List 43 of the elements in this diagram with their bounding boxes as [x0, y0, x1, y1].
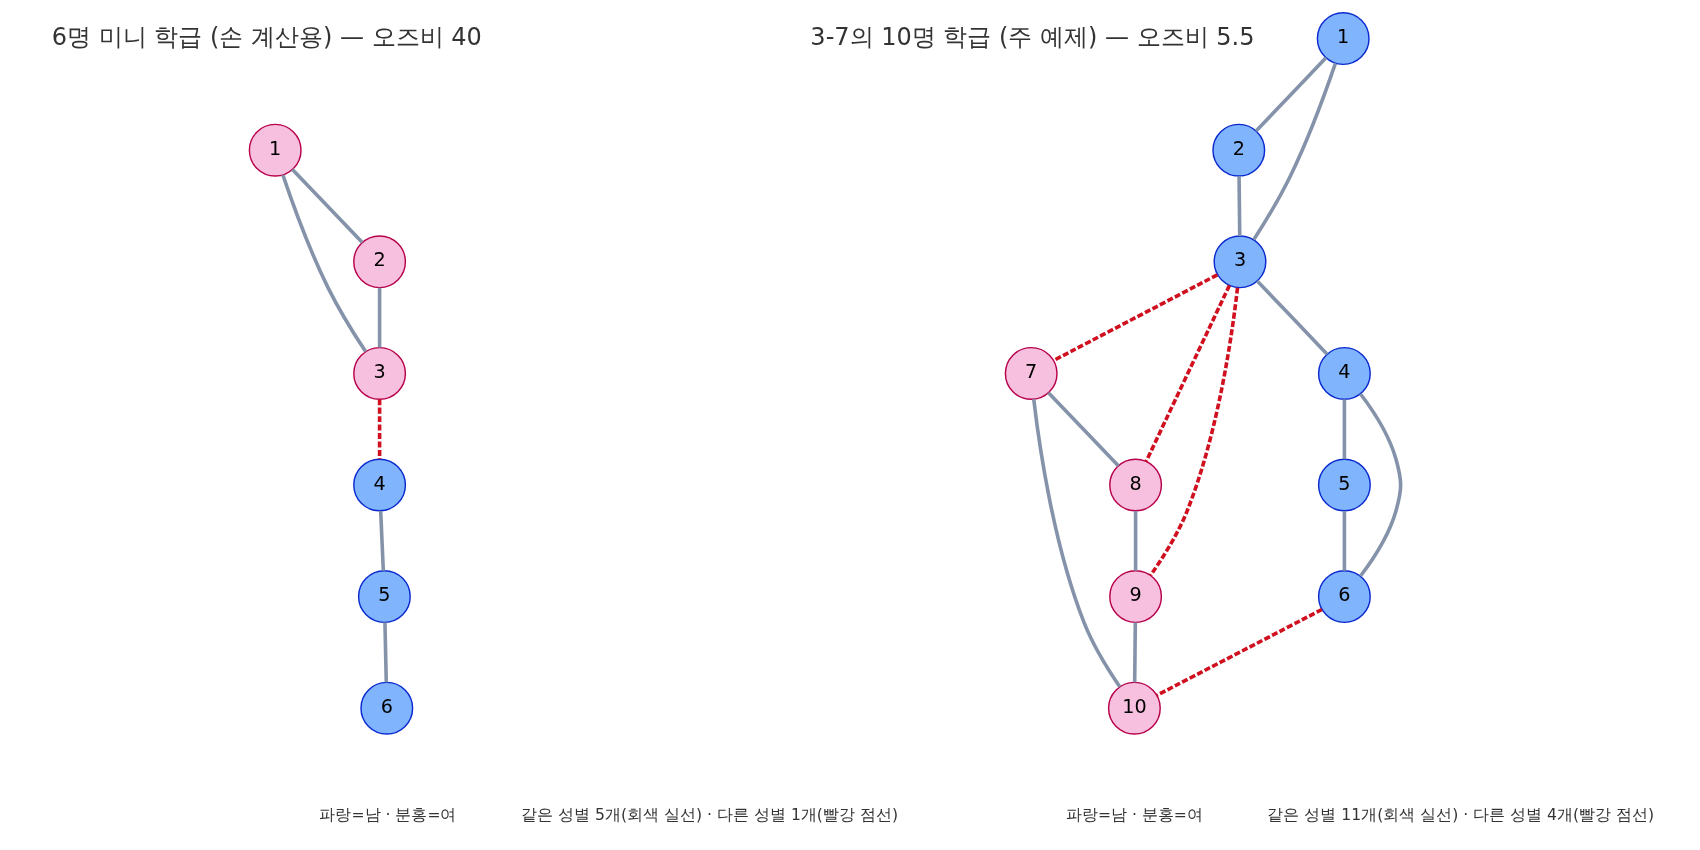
connector — [1156, 607, 1323, 697]
node-circle: 2 — [1212, 123, 1266, 177]
node-circle: 5 — [1317, 458, 1371, 512]
label: 같은 성별 5개(회색 실선) · 다른 성별 1개(빨강 점선) — [521, 805, 898, 824]
node-circle: 8 — [1109, 458, 1163, 512]
connector — [1237, 176, 1242, 236]
node-circle: 3 — [1213, 235, 1267, 289]
node-circle: 3 — [353, 346, 407, 400]
node-circle: 7 — [1004, 346, 1058, 400]
label: 6명 미니 학급 (손 계산용) — 오즈비 40 — [51, 22, 482, 51]
label: 파랑=남 · 분홍=여 — [1065, 805, 1203, 824]
node-circle: 2 — [353, 235, 407, 289]
label: 3-7의 10명 학급 (주 예제) — 오즈비 5.5 — [810, 22, 1255, 51]
connector — [1047, 391, 1120, 467]
connector — [1255, 279, 1329, 356]
node-circle: 4 — [353, 458, 407, 512]
connector — [1359, 392, 1403, 578]
node-circle: 6 — [1317, 570, 1371, 624]
node-circle: 4 — [1317, 346, 1371, 400]
connector — [377, 287, 382, 348]
connector — [1254, 56, 1328, 133]
node-circle: 6 — [360, 681, 414, 735]
connector — [1133, 511, 1138, 571]
connector — [1031, 399, 1122, 688]
connector — [1052, 273, 1219, 363]
node-circle: 10 — [1107, 681, 1161, 735]
connector — [377, 399, 382, 460]
node-circle: 1 — [1316, 12, 1370, 66]
node-circle: 1 — [248, 123, 302, 177]
connector — [291, 168, 364, 244]
connector — [1132, 622, 1138, 683]
label: 같은 성별 11개(회색 실선) · 다른 성별 4개(빨강 점선) — [1267, 805, 1655, 824]
connector — [281, 174, 368, 353]
connector — [1149, 287, 1240, 577]
connector — [1144, 284, 1232, 463]
node-circle: 5 — [357, 570, 411, 624]
connector — [383, 622, 389, 683]
connector — [1252, 62, 1338, 241]
label: 파랑=남 · 분홍=여 — [319, 805, 457, 824]
node-circle: 9 — [1109, 570, 1163, 624]
connector — [1342, 399, 1347, 460]
connector — [1342, 511, 1347, 571]
connector — [378, 510, 386, 571]
